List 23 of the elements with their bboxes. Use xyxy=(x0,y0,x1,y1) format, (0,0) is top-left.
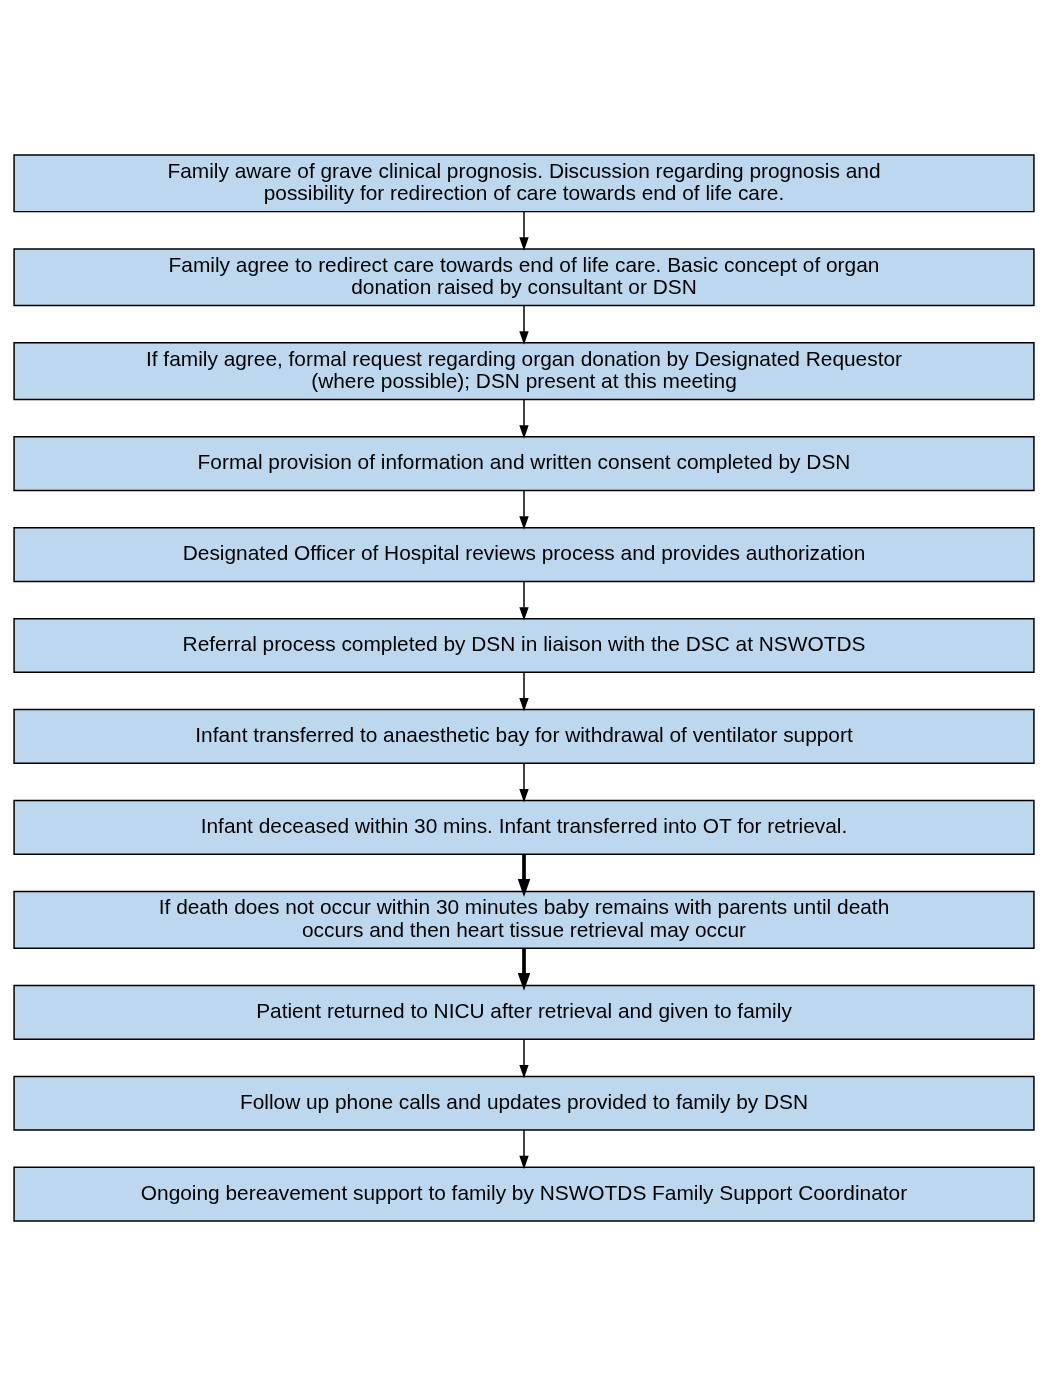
arrow xyxy=(517,948,531,991)
node-box: Designated Officer of Hospital reviews process and provides authorization xyxy=(13,526,1035,583)
node-box: Family aware of grave clinical prognosis. Discussion regarding prognosis and possibility for redirection of care towards end of life care. xyxy=(13,154,1035,213)
arrow xyxy=(519,305,529,345)
arrow xyxy=(519,489,529,530)
arrow xyxy=(519,671,529,712)
arrow xyxy=(519,1129,529,1170)
node-box: Referral process completed by DSN in liaison with the DSC at NSWOTDS xyxy=(13,617,1035,674)
arrow xyxy=(519,580,529,621)
node-box: Patient returned to NICU after retrieval and given to family xyxy=(13,984,1035,1040)
node-box: Infant transferred to anaesthetic bay for withdrawal of ventilator support xyxy=(13,708,1035,765)
node-box: Infant deceased within 30 mins. Infant transferred into OT for retrieval. xyxy=(13,799,1035,855)
node-box: Follow up phone calls and updates provided to family by DSN xyxy=(13,1075,1035,1131)
node-box: If death does not occur within 30 minutes baby remains with parents until death occurs and then heart tissue retrieval may occur xyxy=(13,890,1035,949)
node-box: If family agree, formal request regarding organ donation by Designated Requestor (where possible); DSN present at this meeting xyxy=(13,342,1035,401)
node-box: Family agree to redirect care towards end of life care. Basic concept of organ donation raised by consultant or DSN xyxy=(13,248,1035,307)
arrow xyxy=(519,211,529,251)
arrow xyxy=(517,854,531,897)
node-box: Formal provision of information and written consent completed by DSN xyxy=(13,436,1035,492)
arrow xyxy=(519,762,529,803)
node-box: Ongoing bereavement support to family by NSWOTDS Family Support Coordinator xyxy=(13,1166,1035,1222)
arrow xyxy=(519,1038,529,1079)
arrow xyxy=(519,398,529,439)
